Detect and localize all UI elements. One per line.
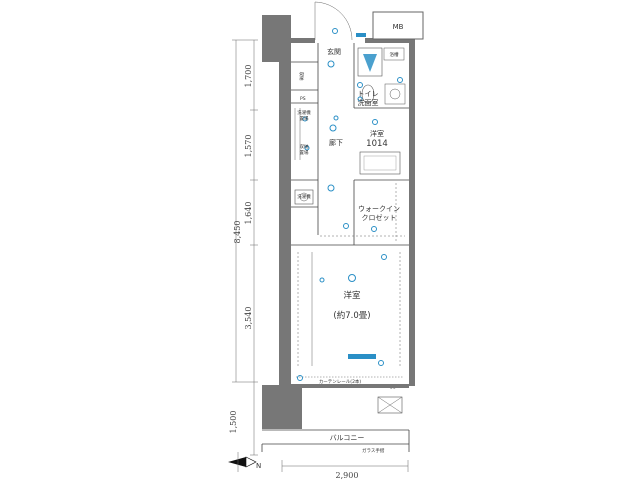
electrical-markers (297, 33, 387, 381)
interior-walls (291, 43, 409, 378)
bath-label: 浴槽 (390, 51, 399, 58)
unit-storage-line2: 置場 (300, 149, 309, 156)
unit-storage-line1: 収納 (300, 143, 309, 150)
north-label: N (256, 462, 261, 470)
laundry-shelf-line1: 洗濯機 (297, 109, 311, 116)
room-wic-line2: クロゼット (362, 213, 397, 222)
laundry-shelf-line2: 置場 (300, 115, 309, 122)
room-wic-line1: ウォークイン (358, 205, 400, 213)
toilet-washroom: 浴槽 (357, 47, 406, 105)
room-storage: 収納 (298, 72, 305, 81)
curtain-rail-label: カーテンレール(2本) (319, 378, 362, 385)
dimension-width: 2,900 (281, 460, 409, 480)
dimension-segment-4: 3,540 (244, 307, 253, 330)
room-toilet-line1: トイレ (358, 90, 379, 98)
dimension-total-depth: 8,450 (233, 221, 242, 244)
room-main: 洋室 (343, 290, 361, 301)
mb-label: MB (393, 23, 404, 31)
dimension-segment-2: 1,570 (244, 135, 253, 158)
dimension-chain-left: 8,450 1,700 1,570 1,640 3,540 1,500 (229, 39, 258, 456)
ps-top-label: PS (300, 96, 306, 102)
entrance-door (314, 1, 353, 41)
dimension-segment-1: 1,700 (244, 65, 253, 88)
room-main-size: (約7.0畳) (333, 310, 370, 321)
dimension-segment-3: 1,640 (244, 202, 253, 225)
walls: MB (262, 11, 424, 429)
room-hallway: 廊下 (329, 138, 343, 147)
room-toilet-line2: 洗面室 (358, 98, 379, 107)
dimension-width-text: 2,900 (336, 471, 359, 480)
washer-area (294, 189, 314, 205)
balcony: バルコニー ガラス手摺 (261, 389, 410, 454)
washer-label: 洗濯機 (297, 193, 311, 200)
dimension-balcony-depth: 1,500 (229, 411, 238, 434)
small-room-fixtures (359, 119, 401, 175)
room-western-small-size: 1014 (366, 139, 388, 149)
room-entrance: 玄関 (327, 47, 341, 56)
room-balcony: バルコニー (330, 434, 365, 442)
glass-handrail-label: ガラス手摺 (362, 447, 385, 454)
north-arrow: N (228, 452, 261, 472)
room-western-small: 洋室 (370, 129, 384, 138)
